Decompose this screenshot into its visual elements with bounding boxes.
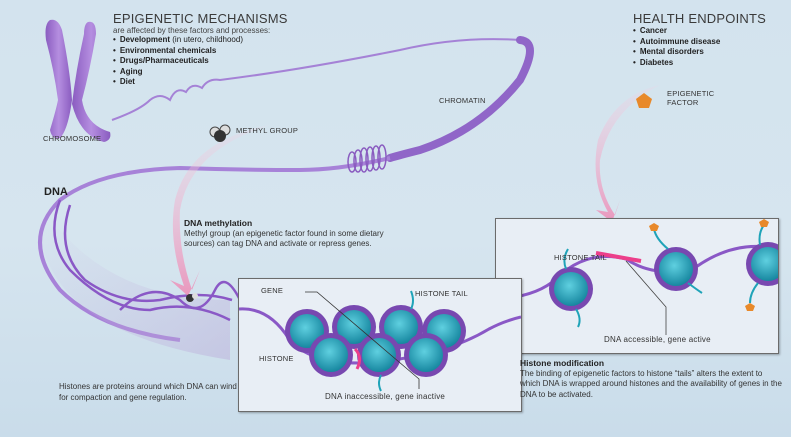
histone-modification-title: Histone modification bbox=[520, 358, 605, 368]
dna-accessible-label: DNA accessible, gene active bbox=[604, 335, 711, 344]
health-endpoint-item: Cancer bbox=[633, 26, 766, 37]
dna-strand bbox=[38, 156, 391, 342]
mechanism-item-note: (in utero, childhood) bbox=[170, 35, 243, 44]
mechanism-item: Development (in utero, childhood) bbox=[113, 35, 288, 46]
health-endpoints-section: HEALTH ENDPOINTS CancerAutoimmune diseas… bbox=[633, 11, 766, 68]
mechanisms-subtitle: are affected by these factors and proces… bbox=[113, 26, 271, 35]
methylation-note: DNA methylation Methyl group (an epigene… bbox=[184, 218, 404, 250]
mechanisms-list: Development (in utero, childhood)Environ… bbox=[113, 35, 288, 88]
histone-icon bbox=[549, 267, 593, 311]
methyl-tag-icon bbox=[186, 293, 198, 302]
dna-inaccessible-label: DNA inaccessible, gene inactive bbox=[325, 392, 446, 401]
histone-modification-text: The binding of epigenetic factors to his… bbox=[520, 368, 782, 399]
mechanism-item: Drugs/Pharmaceuticals bbox=[113, 56, 288, 67]
factor-arrow bbox=[595, 85, 660, 222]
health-list: CancerAutoimmune diseaseMental disorders… bbox=[633, 26, 766, 68]
methylation-title: DNA methylation bbox=[184, 218, 253, 228]
histone-tail-label: HISTONE TAIL bbox=[554, 253, 607, 262]
gene-label: GENE bbox=[261, 286, 284, 295]
histone-modification-note: Histone modification The binding of epig… bbox=[520, 358, 782, 400]
histones-note: Histones are proteins around which DNA c… bbox=[59, 382, 237, 402]
dna-label: DNA bbox=[44, 186, 68, 198]
epigenetic-factor-label-line1: EPIGENETIC bbox=[667, 89, 715, 98]
mechanism-item-label: Diet bbox=[119, 77, 135, 86]
mechanism-item: Environmental chemicals bbox=[113, 46, 288, 57]
mechanism-item: Diet bbox=[113, 77, 288, 88]
health-endpoint-item: Mental disorders bbox=[633, 47, 766, 58]
epigenetic-factor-label-line2: FACTOR bbox=[667, 98, 699, 107]
accessible-chromatin-panel: HISTONE TAIL DNA accessible, gene active bbox=[495, 218, 779, 354]
mechanism-item-label: Development bbox=[119, 35, 171, 44]
histone-icon bbox=[746, 242, 778, 286]
mechanism-item-label: Aging bbox=[119, 66, 143, 76]
chromatin-coil bbox=[386, 36, 534, 162]
histone-label: HISTONE bbox=[259, 354, 294, 363]
methylation-text: Methyl group (an epigenetic factor found… bbox=[184, 228, 384, 249]
histone-icon bbox=[654, 247, 698, 291]
active-gene-segment bbox=[595, 251, 642, 263]
methyl-group-icon bbox=[209, 124, 231, 142]
chromosome-label: CHROMOSOME bbox=[43, 134, 102, 143]
epigenetic-factor-label: EPIGENETIC FACTOR bbox=[667, 89, 714, 107]
inactive-gene-segment bbox=[353, 347, 362, 370]
health-title: HEALTH ENDPOINTS bbox=[633, 11, 766, 26]
chromatin-label: CHROMATIN bbox=[439, 96, 486, 105]
health-endpoint-item: Autoimmune disease bbox=[633, 37, 766, 48]
histone-cluster bbox=[285, 305, 466, 377]
methyl-group-label: METHYL GROUP bbox=[236, 126, 299, 135]
chromosome-icon bbox=[45, 19, 111, 142]
histone-tail-label: HISTONE TAIL bbox=[415, 289, 468, 298]
chromatin-strand bbox=[111, 38, 521, 121]
health-endpoint-item: Diabetes bbox=[633, 58, 766, 69]
mechanisms-section: EPIGENETIC MECHANISMS are affected by th… bbox=[113, 11, 288, 88]
mechanisms-title: EPIGENETIC MECHANISMS bbox=[113, 11, 288, 26]
mechanism-item-label: Drugs/Pharmaceuticals bbox=[119, 56, 209, 65]
compact-chromatin-panel: GENE HISTONE HISTONE TAIL DNA inaccessib… bbox=[238, 278, 522, 412]
methylation-arrow bbox=[170, 125, 270, 296]
mechanism-item-label: Environmental chemicals bbox=[119, 45, 217, 55]
mechanism-item: Aging bbox=[113, 67, 288, 78]
epigenetic-factor-icon bbox=[636, 93, 652, 108]
